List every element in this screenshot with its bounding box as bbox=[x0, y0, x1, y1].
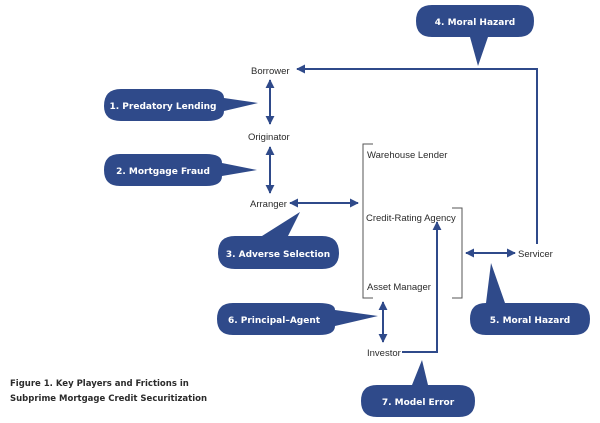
callout-adverse-selection: 3. Adverse Selection bbox=[218, 212, 339, 269]
svg-text:2. Mortgage Fraud: 2. Mortgage Fraud bbox=[116, 167, 210, 177]
svg-text:1. Predatory Lending: 1. Predatory Lending bbox=[109, 102, 216, 112]
servicer-borrower-line bbox=[296, 64, 538, 244]
asset-manager-label: Asset Manager bbox=[367, 282, 431, 293]
svg-text:7. Model Error: 7. Model Error bbox=[382, 398, 455, 408]
investor-rating-agency-line bbox=[402, 221, 442, 353]
callout-predatory-lending: 1. Predatory Lending bbox=[104, 89, 258, 121]
originator-label: Originator bbox=[248, 132, 290, 143]
callout-moral-hazard-servicer: 5. Moral Hazard bbox=[470, 263, 590, 335]
institutions-bracket bbox=[362, 143, 463, 299]
caption-line-2: Subprime Mortgage Credit Securitization bbox=[10, 394, 208, 404]
caption-line-1: Figure 1. Key Players and Frictions in bbox=[10, 379, 189, 389]
warehouse-lender-label: Warehouse Lender bbox=[367, 150, 447, 161]
arranger-label: Arranger bbox=[250, 199, 287, 210]
svg-text:3. Adverse Selection: 3. Adverse Selection bbox=[226, 250, 330, 260]
servicer-label: Servicer bbox=[518, 249, 553, 260]
figure-caption: Figure 1. Key Players and Frictions in S… bbox=[10, 377, 240, 407]
callout-model-error: 7. Model Error bbox=[361, 360, 475, 417]
svg-text:6. Principal–Agent: 6. Principal–Agent bbox=[228, 316, 321, 326]
borrower-label: Borrower bbox=[251, 66, 290, 77]
callout-principal-agent: 6. Principal–Agent bbox=[217, 303, 378, 335]
svg-text:4. Moral Hazard: 4. Moral Hazard bbox=[435, 18, 515, 28]
callout-mortgage-fraud: 2. Mortgage Fraud bbox=[104, 154, 257, 186]
callout-moral-hazard-top: 4. Moral Hazard bbox=[416, 5, 534, 66]
svg-text:5. Moral Hazard: 5. Moral Hazard bbox=[490, 316, 570, 326]
credit-rating-agency-label: Credit-Rating Agency bbox=[366, 213, 456, 224]
investor-label: Investor bbox=[367, 348, 401, 359]
